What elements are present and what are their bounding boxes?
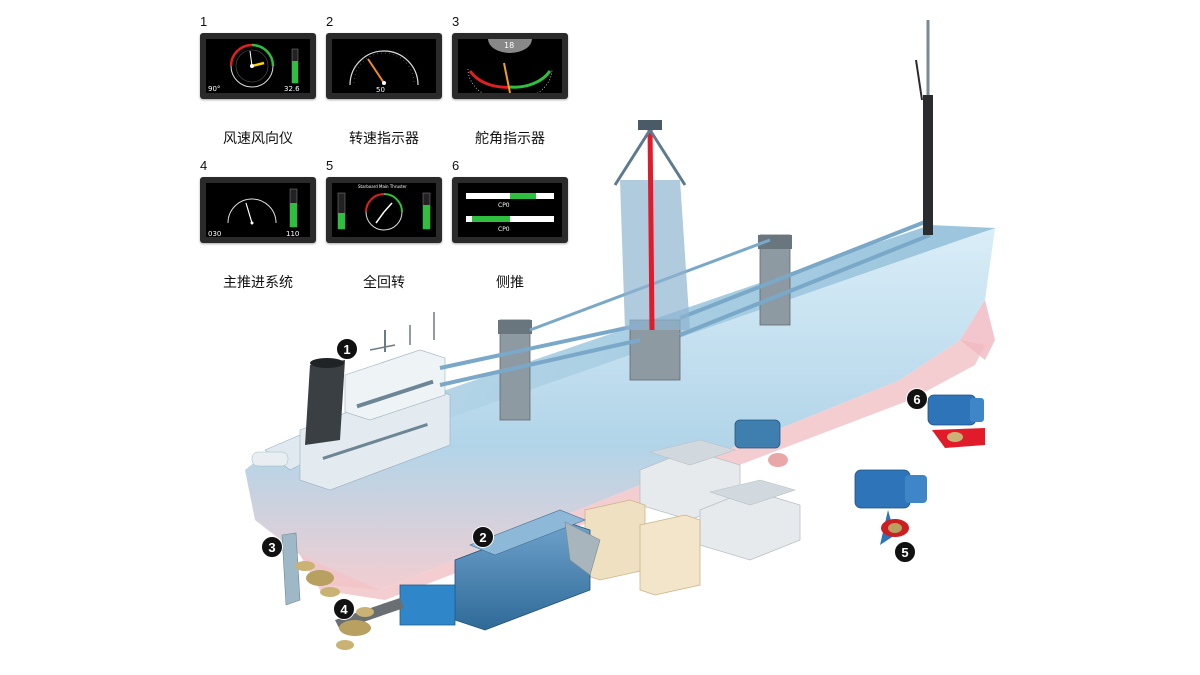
- azimuth-title: Starboard Main Thruster: [358, 184, 407, 189]
- azimuth-gauge-display: Starboard Main Thruster: [337, 184, 431, 231]
- wind-gauge-display: 90° 32.6: [208, 43, 300, 93]
- panel-1-number: 1: [200, 14, 208, 29]
- panel-2-caption: 转速指示器: [349, 131, 419, 147]
- rpm-readout: 50: [376, 86, 385, 93]
- panel-rpm-indicator[interactable]: 50: [326, 33, 442, 99]
- panel-4-number: 4: [200, 158, 208, 173]
- ship-superstructure: [251, 312, 451, 491]
- auxiliary-motor: [734, 419, 788, 467]
- radar-mast: [915, 20, 933, 235]
- callout-6-marker[interactable]: 6: [906, 388, 928, 410]
- callout-3-marker[interactable]: 3: [261, 536, 283, 558]
- azimuth-thruster: [854, 469, 927, 545]
- propulsion-right-readout: 110: [286, 230, 299, 237]
- rudder-angle-readout: 18: [504, 41, 514, 50]
- callout-2-marker[interactable]: 2: [472, 526, 494, 548]
- wind-direction-readout: 90°: [208, 85, 220, 93]
- panel-5-caption: 全回转: [363, 275, 405, 291]
- bow-thruster-top-readout: CP0: [498, 202, 510, 209]
- wind-speed-readout: 32.6: [284, 85, 300, 93]
- rpm-gauge-display: 50: [349, 50, 419, 93]
- cargo-crates: [584, 499, 701, 596]
- bow-thruster-display: CP0 CP0: [466, 193, 554, 233]
- panel-1-caption: 风速风向仪: [223, 131, 293, 147]
- rudder-gauge-display: 18: [467, 39, 553, 93]
- panel-6-caption: 侧推: [496, 275, 524, 291]
- callout-4-marker[interactable]: 4: [333, 598, 355, 620]
- cargo-cranes: [439, 120, 931, 421]
- panel-4-caption: 主推进系统: [223, 275, 293, 291]
- rudder-propeller: [281, 532, 374, 650]
- panel-bow-thruster[interactable]: CP0 CP0: [452, 177, 568, 243]
- bow-thruster: [927, 394, 985, 448]
- callout-1-marker[interactable]: 1: [336, 338, 358, 360]
- propulsion-left-readout: 030: [208, 230, 221, 237]
- propulsion-gauge-display: 030 110: [208, 188, 299, 237]
- panel-3-caption: 舵角指示器: [475, 131, 545, 147]
- panel-main-propulsion[interactable]: 030 110: [200, 177, 316, 243]
- callout-5-marker[interactable]: 5: [894, 541, 916, 563]
- panel-2-number: 2: [326, 14, 334, 29]
- panel-3-number: 3: [452, 14, 460, 29]
- panel-rudder-indicator[interactable]: 18: [452, 33, 568, 99]
- panel-wind-indicator[interactable]: 90° 32.6: [200, 33, 316, 99]
- panel-6-number: 6: [452, 158, 460, 173]
- panel-5-number: 5: [326, 158, 334, 173]
- panel-azimuth-thruster[interactable]: Starboard Main Thruster: [326, 177, 442, 243]
- bow-thruster-bottom-readout: CP0: [498, 226, 510, 233]
